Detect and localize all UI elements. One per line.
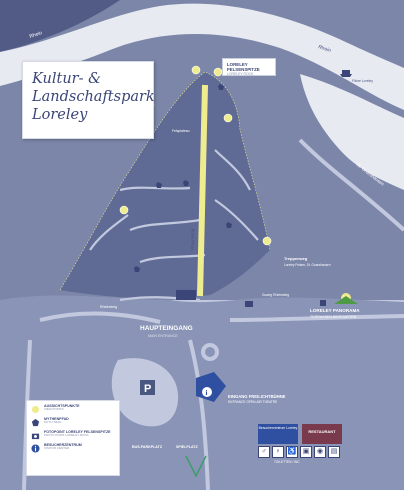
photo-point-icon <box>31 433 40 440</box>
haupteingang-label: HAUPTEINGANG <box>140 325 193 332</box>
visitor-center: i <box>196 372 226 402</box>
eingang-freilicht-label: EINGANG FREILICHTBÜHNE <box>228 394 286 399</box>
roads <box>22 138 404 490</box>
ferry-icon <box>340 70 352 77</box>
toilet-icon: ♂ <box>258 446 270 458</box>
toilet-women-icon: ♀ <box>272 446 284 458</box>
facility-icons: ♂ ♀ ♿ ▣ ◉ ▤ <box>258 446 344 458</box>
visitor-center-badge: Besucherzentrum Loreley <box>258 424 298 444</box>
rheinsteig-path <box>197 84 208 297</box>
callout-title: LORELEY FELSENSPITZE <box>227 62 260 72</box>
viewpoint-icon[interactable] <box>119 205 129 215</box>
rheinsteig-left-label: Rheinsteig <box>100 305 117 309</box>
viewpoint-icon <box>31 405 40 414</box>
title-line-2: Landschaftspark <box>32 89 155 105</box>
ferry-label: Fähre Loreley <box>352 79 373 83</box>
panorama-icon <box>334 293 358 304</box>
playground-icon <box>185 455 207 478</box>
eingang-freilicht-sub-label: ENTRANCE OPEN-AIR THEATRE <box>228 400 277 404</box>
upper-land <box>0 0 120 52</box>
parking-label: P <box>144 383 151 395</box>
info-icon <box>31 444 40 453</box>
zuweg-label: Zuweg Rheinsteig <box>262 293 289 297</box>
viewpoint-icon[interactable] <box>262 236 272 246</box>
spielplatz-label: SPIELPLATZ <box>176 445 199 449</box>
river-rhein <box>0 3 404 110</box>
callout-sub: LORELEY ROCK <box>227 72 254 76</box>
plateau-edge <box>59 71 271 291</box>
parking-icon <box>140 380 155 395</box>
restaurant-badge: RESTAURANT <box>302 424 342 444</box>
viewpoint-icon[interactable] <box>191 65 201 75</box>
felsplateau-label: Felsplateau <box>172 129 190 133</box>
viewpoint-icon[interactable] <box>223 113 233 123</box>
buildings <box>176 290 326 307</box>
felsenspitze-callout: LORELEY FELSENSPITZE LORELEY ROCK <box>222 58 276 76</box>
rhein-right-label: Rhein <box>317 44 331 54</box>
busparkplatz-label: BUS-PARKPLATZ <box>132 445 163 449</box>
panorama-sub-label: TERRASSEN BIERGARTEN <box>310 315 357 319</box>
locker-icon: ▤ <box>328 446 340 458</box>
rhein-left-label: Rhein <box>29 30 43 40</box>
info-icon[interactable]: i <box>206 389 208 397</box>
myth-path-icon[interactable] <box>183 180 189 186</box>
rock-plateau <box>60 72 270 299</box>
title-line-3: Loreley <box>32 107 88 123</box>
haupteingang-sub-label: MAIN ENTRANCE <box>148 334 178 338</box>
treppenweg-label: Treppenweg <box>284 256 308 261</box>
myth-path-icon[interactable] <box>226 222 232 228</box>
park-title: Kultur- & Landschaftspark Loreley <box>22 61 155 139</box>
baby-changing-icon: ◉ <box>314 446 326 458</box>
river-bend <box>300 74 404 190</box>
myth-path-icon[interactable] <box>156 182 162 188</box>
facility-note: TOILETTEN / WC <box>274 460 300 464</box>
title-line-1: Kultur- & <box>32 71 102 87</box>
viewpoint-icon[interactable] <box>213 67 223 77</box>
rheinsteig-label: Rheinsteig <box>190 228 195 250</box>
treppenweg-sub-label: Loreley Felsen, St. Goarshausen <box>284 263 331 267</box>
panorama-label: LORELEY PANORAMA <box>310 308 360 313</box>
myth-path-icon <box>31 418 40 427</box>
shop-icon: ▣ <box>300 446 312 458</box>
accessible-icon: ♿ <box>286 446 298 458</box>
myth-path-icon[interactable] <box>134 266 140 272</box>
myth-trail-markers <box>134 84 232 272</box>
facilities-panel: Besucherzentrum Loreley RESTAURANT ♂ ♀ ♿… <box>258 424 344 468</box>
photo-point-icon[interactable] <box>218 84 224 90</box>
